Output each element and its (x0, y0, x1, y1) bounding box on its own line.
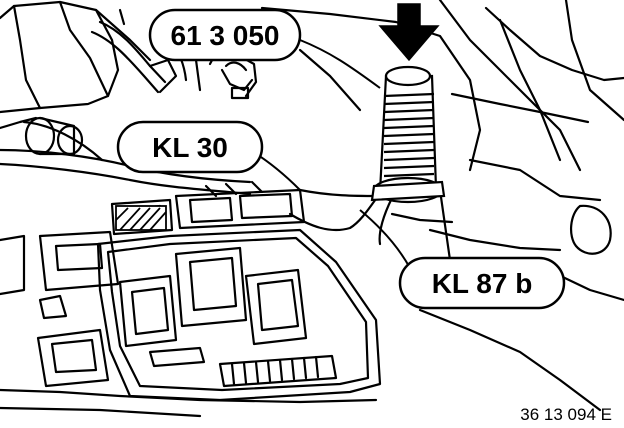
callout-part-number: 61 3 050 (148, 8, 302, 62)
terminal-30-label: KL 30 (152, 132, 228, 163)
callout-terminal-30: KL 30 (116, 120, 264, 174)
background-linework (0, 0, 624, 418)
reference-code: 36 13 094 E (520, 405, 612, 424)
socket-part (370, 65, 446, 204)
callout-terminal-87b: KL 87 b (398, 256, 566, 310)
arrow-down-icon (378, 3, 440, 62)
terminal-87b-label: KL 87 b (432, 268, 533, 299)
terminal-block (115, 205, 167, 231)
part-number-label: 61 3 050 (171, 20, 280, 51)
